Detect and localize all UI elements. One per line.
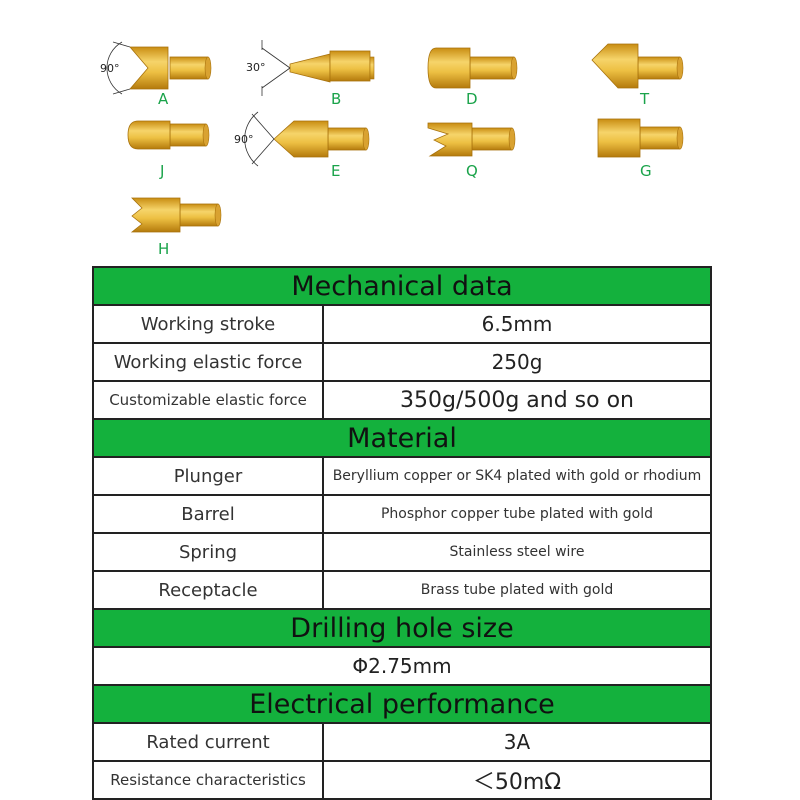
row-label: Customizable elastic force [94, 382, 324, 418]
angle-a: 90° [100, 62, 120, 75]
row-value: Brass tube plated with gold [420, 582, 614, 598]
row-value: 6.5mm [481, 312, 553, 336]
row-label: Plunger [94, 458, 324, 494]
table-row: Working stroke 6.5mm [94, 304, 710, 342]
tip-a: 90° A [100, 41, 212, 108]
table-row: Rated current 3A [94, 722, 710, 760]
tip-t: T [591, 43, 684, 108]
electrical-performance-header: Electrical performance [94, 684, 710, 722]
tip-h: H [130, 197, 222, 258]
table-row: Plunger Beryllium copper or SK4 plated w… [94, 456, 710, 494]
angle-e: 90° [234, 133, 254, 146]
table-row: Φ2.75mm [94, 646, 710, 684]
row-label: Working elastic force [94, 344, 324, 380]
row-value: ＜50mΩ [472, 770, 562, 795]
spec-table: Mechanical data Working stroke 6.5mm Wor… [92, 266, 712, 800]
row-label: Barrel [94, 496, 324, 532]
tip-label-j: J [159, 162, 164, 180]
tip-diagram: 90° A 30° B D T J [100, 40, 684, 258]
tip-q: Q [427, 122, 516, 180]
row-value: 350g/500g and so on [399, 387, 635, 413]
row-value: Stainless steel wire [449, 544, 585, 560]
tip-label-g: G [640, 162, 652, 180]
drilling-hole-header: Drilling hole size [94, 608, 710, 646]
tip-e: 90° E [234, 111, 370, 180]
material-header: Material [94, 418, 710, 456]
table-row: Resistance characteristics ＜50mΩ [94, 760, 710, 798]
row-label: Spring [94, 534, 324, 570]
tip-d: D [427, 47, 518, 108]
row-value: 250g [491, 350, 543, 374]
row-value: 3A [503, 730, 531, 754]
mechanical-data-header: Mechanical data [94, 268, 710, 304]
tip-label-e: E [331, 162, 340, 180]
table-row: Working elastic force 250g [94, 342, 710, 380]
table-row: Spring Stainless steel wire [94, 532, 710, 570]
tip-label-d: D [466, 90, 478, 108]
tip-label-t: T [639, 90, 650, 108]
row-label: Working stroke [94, 306, 324, 342]
row-label: Rated current [94, 724, 324, 760]
tip-j: J [127, 120, 210, 180]
row-value: Beryllium copper or SK4 plated with gold… [332, 468, 702, 484]
tip-b: 30° B [246, 40, 375, 108]
tip-label-b: B [331, 90, 341, 108]
table-row: Barrel Phosphor copper tube plated with … [94, 494, 710, 532]
tip-g: G [597, 118, 684, 180]
row-value: Phosphor copper tube plated with gold [380, 506, 654, 522]
tip-label-a: A [158, 90, 169, 108]
table-row: Customizable elastic force 350g/500g and… [94, 380, 710, 418]
tip-label-h: H [158, 240, 169, 258]
drilling-hole-value: Φ2.75mm [352, 654, 452, 678]
tip-label-q: Q [466, 162, 478, 180]
angle-b: 30° [246, 61, 266, 74]
row-label: Resistance characteristics [94, 762, 324, 798]
row-label: Receptacle [94, 572, 324, 608]
table-row: Receptacle Brass tube plated with gold [94, 570, 710, 608]
